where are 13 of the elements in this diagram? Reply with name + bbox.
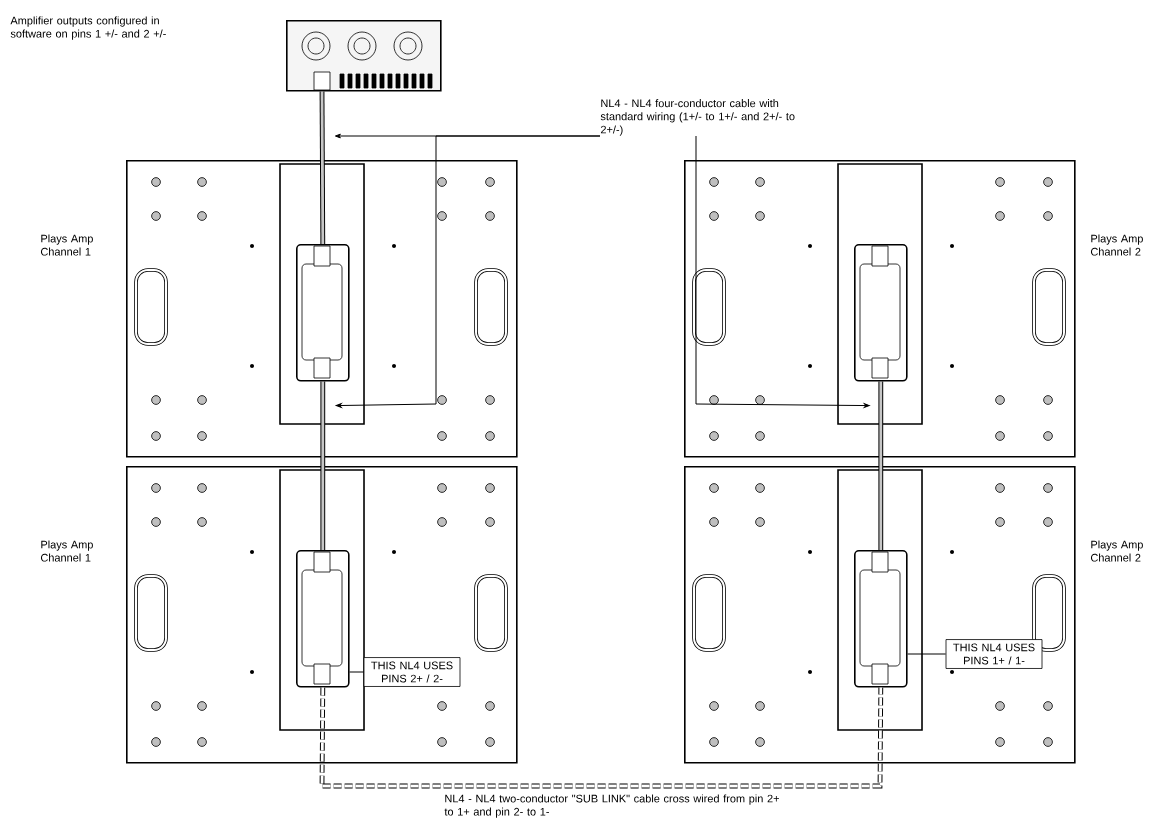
leader-line <box>335 135 601 408</box>
leader-line <box>907 653 947 655</box>
cable <box>878 381 884 550</box>
connector-plate <box>296 550 350 688</box>
cable <box>320 381 326 550</box>
connector-plate <box>854 550 908 688</box>
cable <box>319 91 326 245</box>
connector-plate <box>296 244 350 382</box>
connector-plate <box>854 244 908 382</box>
amplifier-drawing <box>286 20 442 92</box>
cable <box>319 687 884 789</box>
leader-line <box>349 671 365 673</box>
leader-line <box>695 135 870 408</box>
